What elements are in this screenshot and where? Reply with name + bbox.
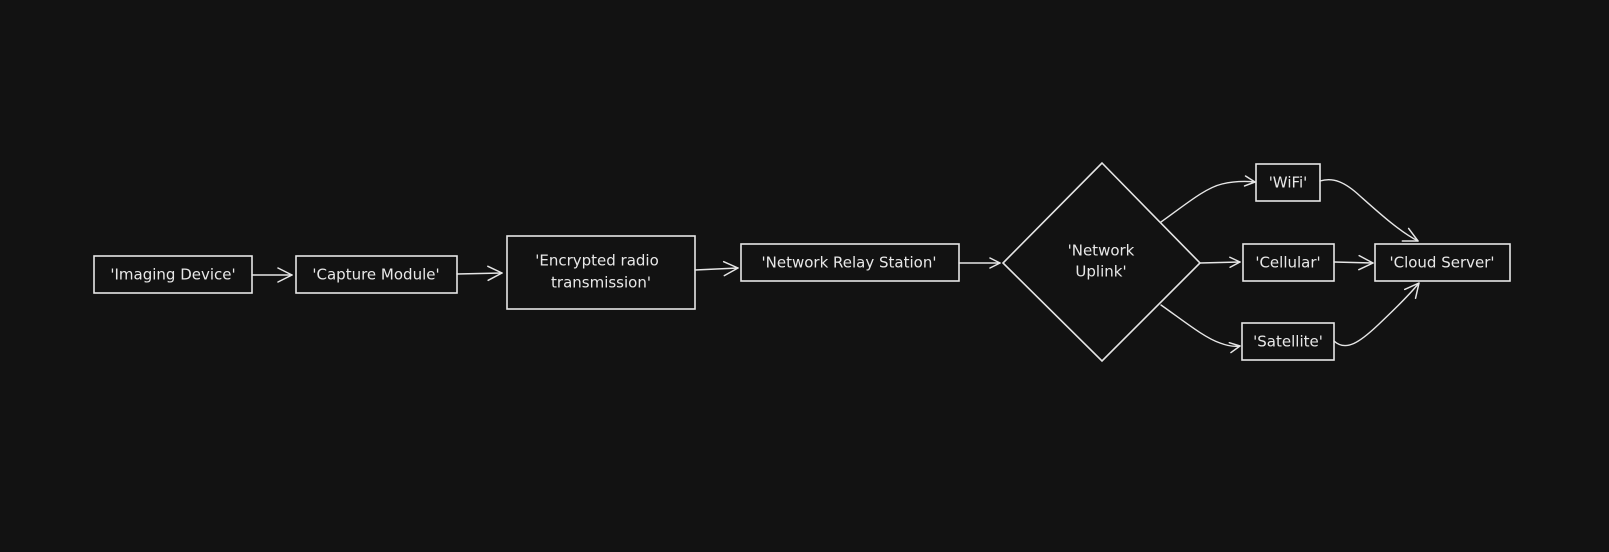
node-cellular-label: 'Cellular' [1255, 254, 1320, 272]
edge-encrypted-to-relay [694, 260, 739, 277]
node-network-uplink-label-line2: Uplink' [1075, 263, 1126, 281]
node-encrypted-radio-box [506, 235, 696, 310]
node-satellite[interactable]: 'Satellite' [1241, 322, 1335, 361]
node-network-uplink-label-line1: 'Network [1068, 242, 1135, 260]
node-imaging-device-box [93, 255, 253, 294]
node-satellite-label: 'Satellite' [1253, 333, 1323, 351]
node-relay-station-label: 'Network Relay Station' [762, 254, 937, 272]
node-network-uplink-diamond [1001, 161, 1202, 363]
node-wifi-box [1255, 163, 1321, 202]
node-capture-module-label: 'Capture Module' [312, 266, 439, 284]
node-wifi[interactable]: 'WiFi' [1255, 163, 1321, 202]
node-cellular[interactable]: 'Cellular' [1242, 243, 1335, 282]
node-capture-module[interactable]: 'Capture Module' [295, 255, 458, 294]
node-wifi-label: 'WiFi' [1269, 174, 1308, 192]
edge-satellite-to-cloud [1333, 282, 1420, 347]
node-imaging-device-label: 'Imaging Device' [110, 266, 235, 284]
edge-uplink-to-wifi [1160, 175, 1256, 223]
node-cloud-server[interactable]: 'Cloud Server' [1374, 243, 1511, 282]
node-network-uplink[interactable]: 'Network Uplink' [1001, 161, 1202, 363]
edge-wifi-to-cloud [1319, 178, 1419, 242]
node-relay-station-box [740, 243, 960, 282]
edge-uplink-to-satellite [1160, 304, 1241, 354]
node-encrypted-radio-label-line1: 'Encrypted radio [535, 252, 659, 270]
node-satellite-box [1241, 322, 1335, 361]
edge-capture-to-encrypted [456, 265, 503, 282]
node-capture-module-box [295, 255, 458, 294]
node-cloud-server-label: 'Cloud Server' [1389, 254, 1494, 272]
node-imaging-device[interactable]: 'Imaging Device' [93, 255, 253, 294]
edge-uplink-to-cellular [1199, 256, 1241, 268]
node-relay-station[interactable]: 'Network Relay Station' [740, 243, 960, 282]
node-cellular-box [1242, 243, 1335, 282]
node-cloud-server-box [1374, 243, 1511, 282]
edge-cellular-to-cloud [1333, 254, 1374, 271]
node-encrypted-radio[interactable]: 'Encrypted radio transmission' [506, 235, 696, 310]
node-encrypted-radio-label-line2: transmission' [551, 274, 651, 292]
